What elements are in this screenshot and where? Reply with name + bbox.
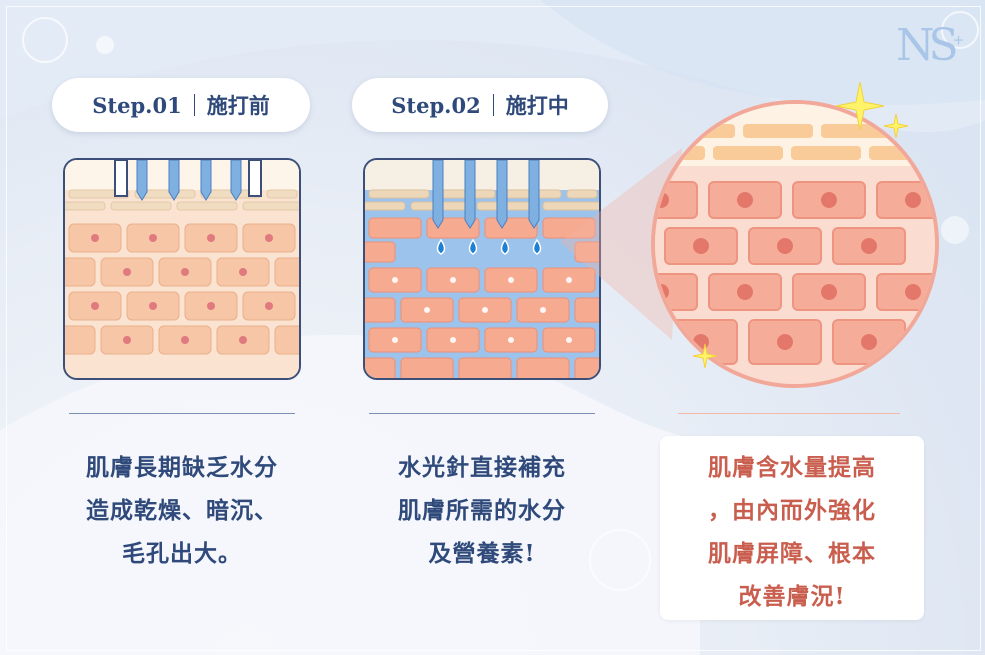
sparkle-small-icon <box>692 343 718 369</box>
step-01-title: 施打前 <box>206 93 270 118</box>
step-02-description: 水光針直接補充 肌膚所需的水分 及營養素! <box>398 454 566 567</box>
step-02-label: Step.02 <box>391 92 481 118</box>
skin-before-illustration <box>63 158 301 380</box>
divider-3 <box>678 413 900 414</box>
divider-2 <box>369 413 595 414</box>
step-01-label: Step.01 <box>92 92 182 118</box>
result-description: 肌膚含水量提高 ，由內而外強化 肌膚屏障、根本 改善膚況! <box>708 454 876 610</box>
sparkle-icon <box>835 81 909 139</box>
result-card <box>660 436 924 620</box>
step-01-badge: Step.01 施打前 <box>52 78 310 132</box>
step-01-description: 肌膚長期缺乏水分 造成乾燥、暗沉、 毛孔出大。 <box>86 454 278 567</box>
border-frame <box>6 6 981 651</box>
zoomed-skin-circle <box>651 100 939 388</box>
step-02-badge: Step.02 施打中 <box>352 78 608 132</box>
skin-during-illustration <box>363 158 601 380</box>
step-02-title: 施打中 <box>505 93 569 118</box>
divider-1 <box>69 413 295 414</box>
brand-logo: NS+ <box>896 20 965 71</box>
